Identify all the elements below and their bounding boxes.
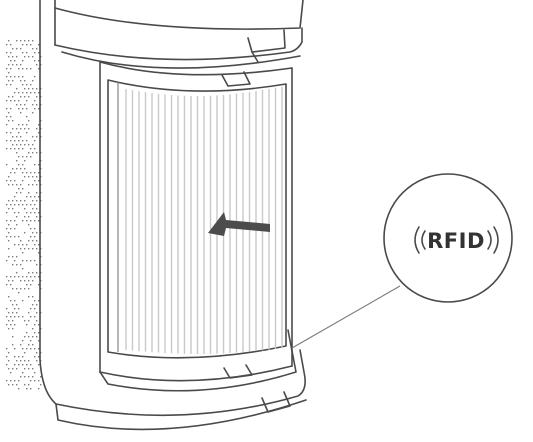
insert-arrow-icon	[208, 212, 270, 236]
cylindrical-filter	[107, 79, 287, 359]
housing-left-edge	[39, 0, 57, 405]
side-grille	[6, 40, 42, 390]
base-ring	[55, 329, 307, 431]
filter-pleats	[125, 86, 283, 354]
signal-wave-left-icon	[414, 226, 426, 254]
rfid-label: RFID	[427, 229, 485, 253]
filter-cavity	[99, 61, 293, 382]
rfid-callout: RFID	[383, 173, 513, 303]
callout-leader-line	[291, 285, 401, 349]
top-lid	[54, 0, 304, 69]
signal-wave-right-icon	[487, 226, 499, 254]
